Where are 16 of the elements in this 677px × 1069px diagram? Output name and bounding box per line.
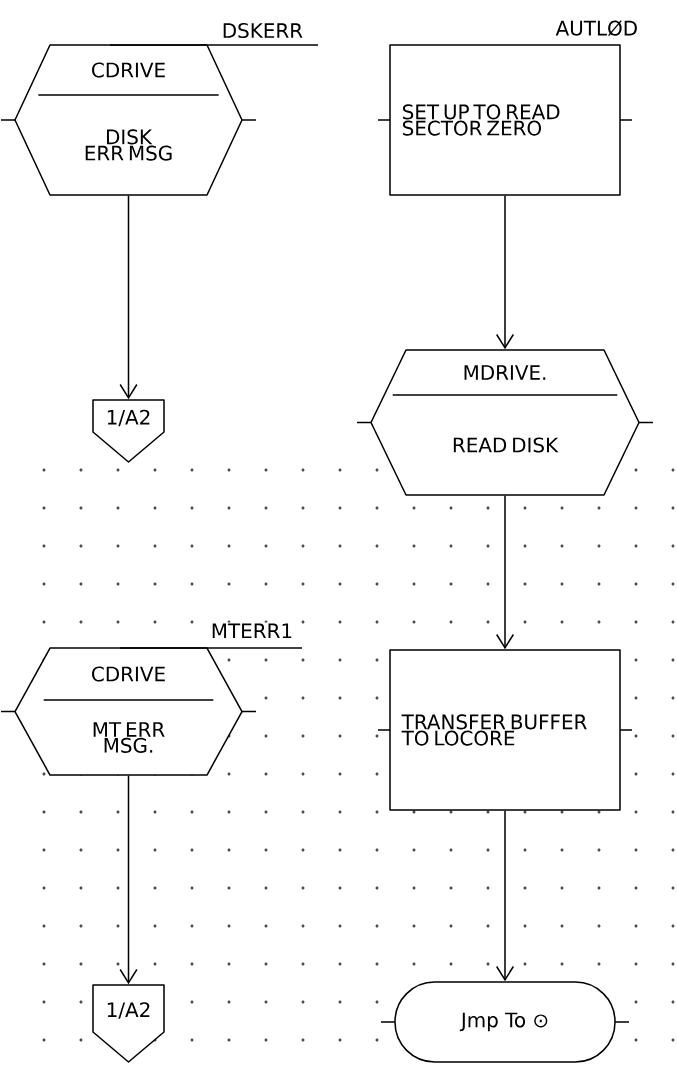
process-box: AUTLØD SET UP TO READ SECTOR ZERO [377,19,640,196]
off-page-connector: 1/A2 [92,399,165,463]
node-label: DSKERR [223,23,303,39]
process-box: TRANSFER BUFFER TO LOCORE [377,649,633,811]
node-label: MTERR1 [212,623,292,639]
node-label: AUTLØD [555,20,637,37]
arrow [119,195,138,400]
terminal-box: Jmp To ⊙ [380,981,630,1063]
arrow [495,195,515,350]
arrow [495,495,515,650]
hexagon-box: DSKERR CDRIVE DISK ERR MSG [0,21,319,196]
hexagon-box: MTERR1 CDRIVE MT ERR MSG. [0,622,303,776]
hexagon-box: MDRIVE. READ DISK [356,349,654,496]
off-page-connector: 1/A2 [92,984,165,1063]
arrow [495,810,515,982]
arrow [119,775,138,985]
